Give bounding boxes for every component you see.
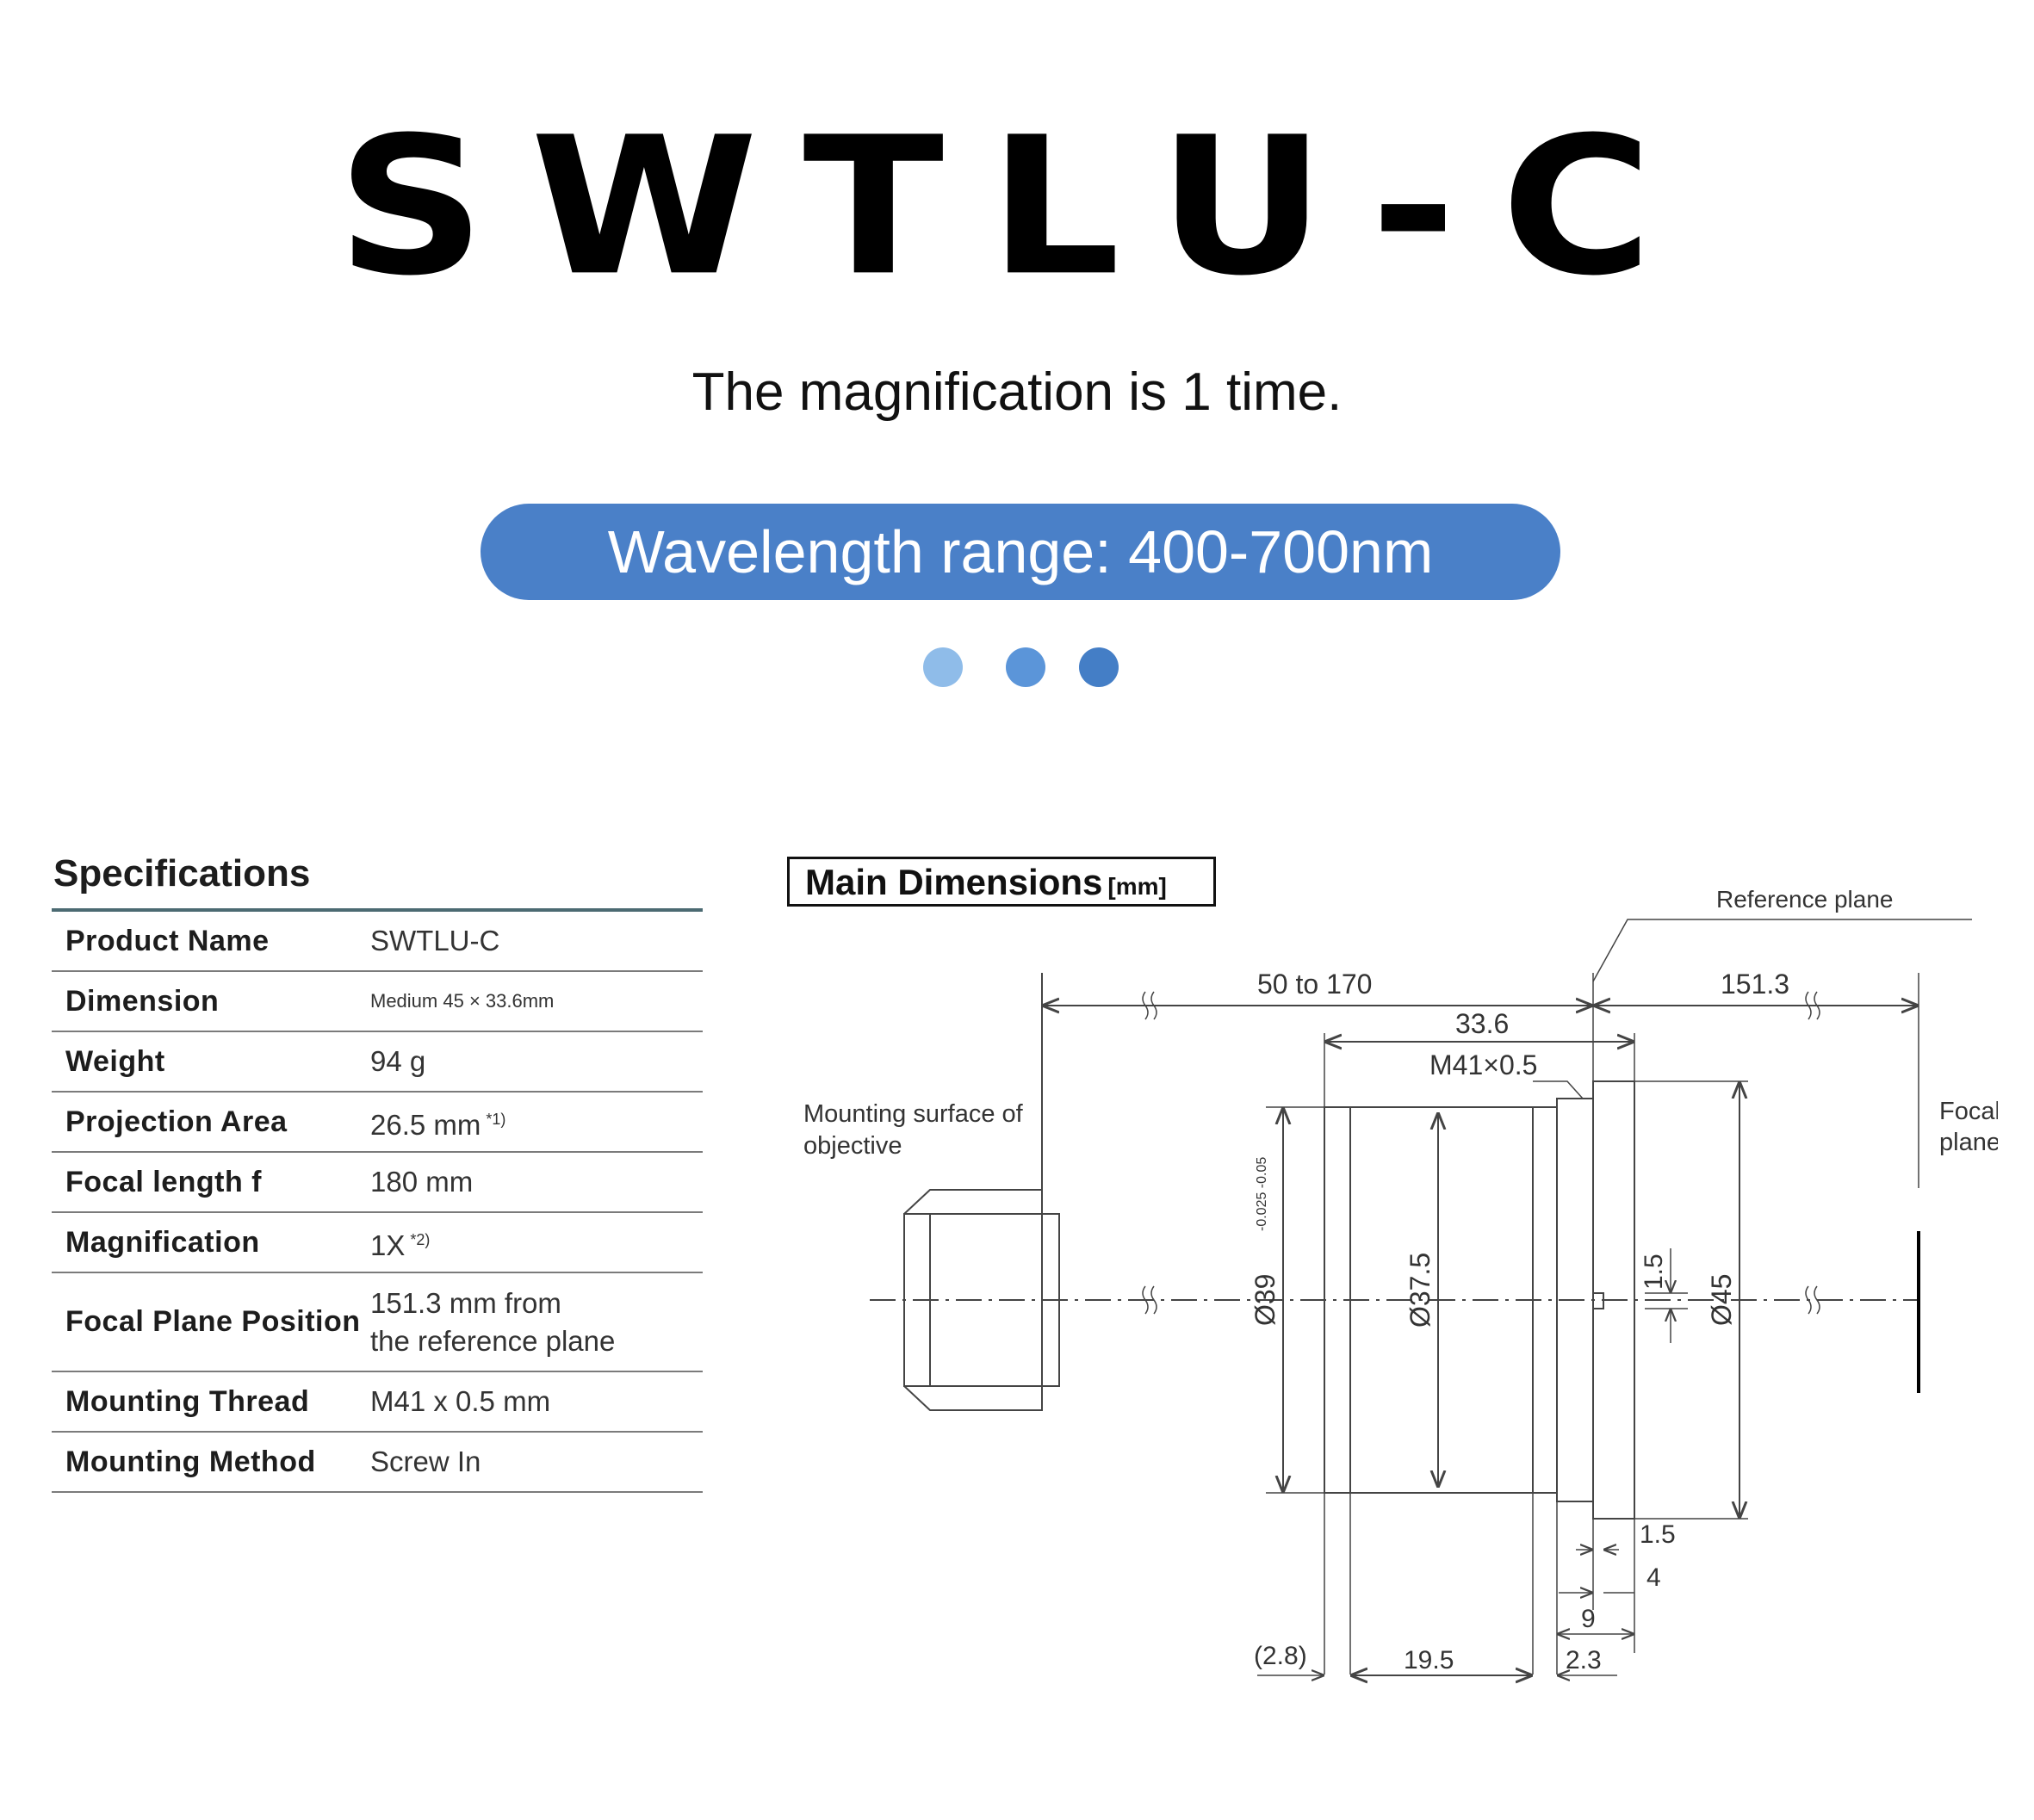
flange-notch [1592, 1292, 1604, 1309]
spec-value: 180 mm [370, 1166, 474, 1198]
spec-label: Projection Area [65, 1105, 288, 1138]
dia-45-label: Ø45 [1706, 1274, 1737, 1326]
dim-2-8-label: (2.8) [1254, 1642, 1307, 1670]
dimensions-title: Main Dimensions [805, 862, 1103, 902]
spec-value-wrap: 26.5 mm *1) [370, 1100, 703, 1144]
reference-plane-leader [1592, 919, 1972, 982]
spec-row-dimension: Dimension Medium 45 × 33.6mm [52, 972, 703, 1032]
dim-9-label: 9 [1581, 1605, 1596, 1633]
tolerance-label: -0.025 -0.05 [1255, 1157, 1269, 1231]
spec-row-magnification: Magnification 1X*2) [52, 1213, 703, 1273]
spec-row-product-name: Product Name SWTLU-C [52, 912, 703, 972]
pagination-dot-3[interactable] [1079, 647, 1119, 687]
length-label: 33.6 [1455, 1008, 1509, 1039]
dimensions-title-box: Main Dimensions[mm] [787, 857, 1216, 907]
spec-row-projection-area: Projection Area 26.5 mm *1) [52, 1093, 703, 1153]
spec-row-focal-length: Focal length f 180 mm [52, 1153, 703, 1213]
dia-37-5-label: Ø37.5 [1405, 1253, 1436, 1328]
objective-body [903, 1213, 1060, 1387]
specifications-table: Product Name SWTLU-C Dimension Medium 45… [52, 912, 703, 1493]
spec-value: SWTLU-C [370, 925, 500, 956]
notch-label: 1.5 [1640, 1254, 1668, 1290]
spec-row-focal-plane-position: Focal Plane Position 151.3 mm from the r… [52, 1273, 703, 1372]
spec-value: 26.5 mm [370, 1108, 481, 1141]
spec-value: 1X [370, 1229, 406, 1261]
spec-label: Weight [65, 1044, 165, 1078]
focal-distance-label: 151.3 [1721, 969, 1789, 1000]
thread-label: M41×0.5 [1429, 1049, 1537, 1080]
range-label: 50 to 170 [1257, 969, 1372, 1000]
focal-plane-label: Focal [1939, 1098, 1998, 1125]
spec-value: M41 x 0.5 mm [370, 1385, 551, 1417]
break-mark [1142, 1285, 1157, 1315]
reference-plane-label: Reference plane [1716, 886, 1893, 913]
spec-value-wrap: 1X*2) [370, 1221, 703, 1265]
spec-value: Screw In [370, 1445, 481, 1477]
spec-label: Dimension [65, 984, 220, 1018]
focal-plane-label-2: plane [1939, 1129, 1998, 1156]
break-mark [1805, 1285, 1820, 1315]
footnote-marker: *1) [486, 1110, 506, 1128]
dimension-drawing: Reference plane Mounting surface of obje… [803, 886, 1998, 1722]
magnification-subtitle: The magnification is 1 time. [691, 362, 1343, 422]
break-mark [1142, 991, 1157, 1020]
spec-value-line-2: the reference plane [370, 1324, 616, 1357]
specifications-heading: Specifications [53, 852, 311, 895]
spec-label: Product Name [65, 924, 270, 957]
dim-2-3-label: 2.3 [1566, 1646, 1602, 1675]
dimensions-unit: [mm] [1107, 873, 1167, 900]
spec-row-mounting-method: Mounting Method Screw In [52, 1433, 703, 1493]
spec-value-wrap: 151.3 mm from the reference plane [370, 1285, 703, 1360]
footnote-marker: *2) [410, 1230, 431, 1248]
spec-value-line-1: 151.3 mm from [370, 1286, 561, 1319]
spec-label: Mounting Thread [65, 1384, 310, 1418]
spec-value: Medium 45 × 33.6mm [370, 990, 555, 1012]
spec-value: 94 g [370, 1045, 426, 1077]
spec-label: Focal length f [65, 1165, 262, 1198]
pagination-dot-2[interactable] [1006, 647, 1045, 687]
spec-row-weight: Weight 94 g [52, 1032, 703, 1093]
dim-4-label: 4 [1646, 1563, 1661, 1592]
product-title: SWTLU-C [336, 96, 1698, 318]
heading-divider [52, 908, 703, 912]
dim-19-5-label: 19.5 [1404, 1646, 1454, 1675]
dim-1-5-label: 1.5 [1640, 1520, 1676, 1549]
pagination-dot-1[interactable] [923, 647, 963, 687]
spec-label: Mounting Method [65, 1445, 316, 1478]
mounting-surface-label: Mounting surface of [803, 1100, 1024, 1128]
spec-label: Magnification [65, 1225, 260, 1259]
mounting-surface-label-2: objective [803, 1132, 902, 1160]
dia-39-label: Ø39 [1250, 1274, 1281, 1326]
wavelength-badge: Wavelength range: 400-700nm [481, 504, 1560, 600]
spec-row-mounting-thread: Mounting Thread M41 x 0.5 mm [52, 1372, 703, 1433]
break-mark [1805, 991, 1820, 1020]
thread-leader [1533, 1080, 1584, 1099]
spec-label: Focal Plane Position [65, 1305, 361, 1338]
